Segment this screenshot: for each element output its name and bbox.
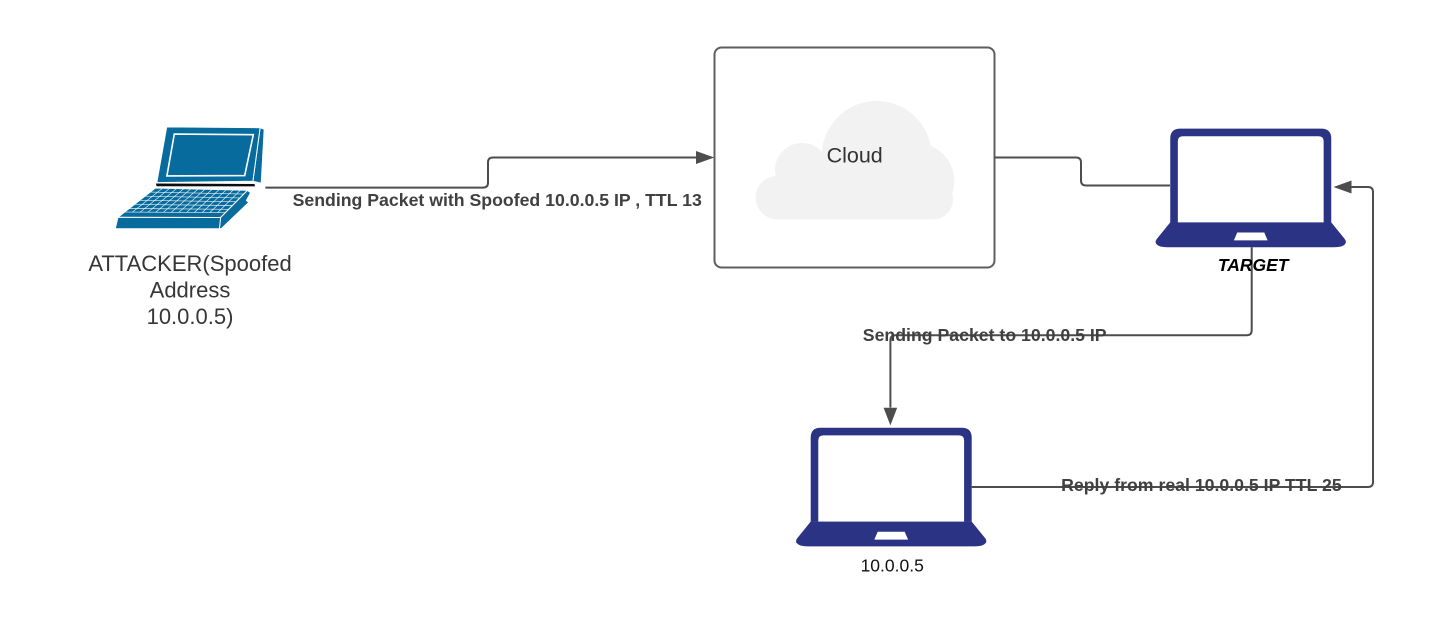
svg-text:10.0.0.5): 10.0.0.5): [147, 304, 234, 329]
svg-text:Sending Packet with Spoofed 10: Sending Packet with Spoofed 10.0.0.5 IP …: [293, 190, 702, 210]
svg-text:Address: Address: [150, 278, 231, 303]
svg-text:TARGET: TARGET: [1218, 255, 1290, 275]
svg-text:Cloud: Cloud: [827, 143, 883, 167]
svg-text:ATTACKER(Spoofed: ATTACKER(Spoofed: [88, 251, 291, 276]
svg-text:Sending Packet to 10.0.0.5 IP: Sending Packet to 10.0.0.5 IP: [863, 325, 1107, 345]
svg-text:10.0.0.5: 10.0.0.5: [861, 556, 924, 576]
svg-text:Reply from real 10.0.0.5 IP TT: Reply from real 10.0.0.5 IP TTL 25: [1061, 475, 1342, 495]
